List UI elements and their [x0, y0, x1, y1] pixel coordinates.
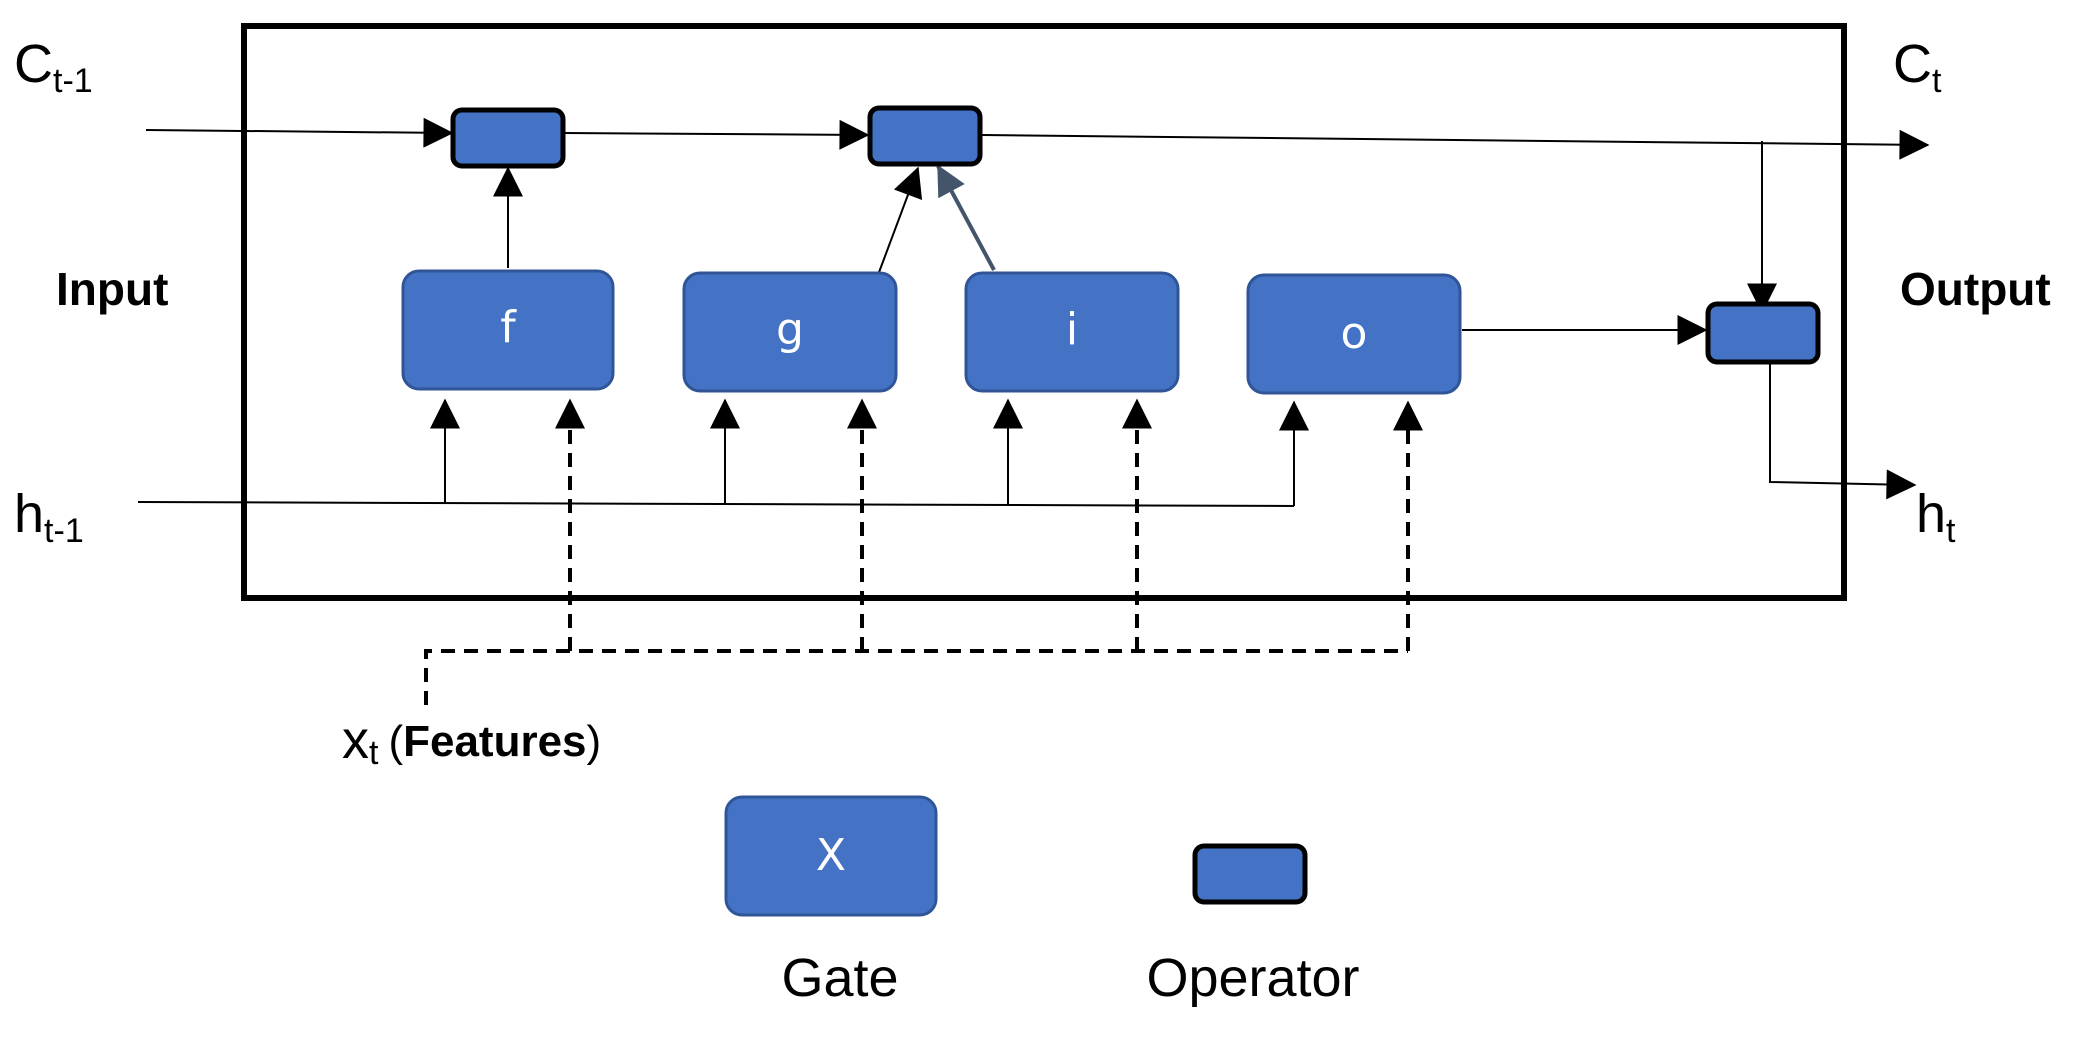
cell-state-next-main: C	[1893, 34, 1932, 94]
cell-state-in-line	[145, 117, 454, 148]
hidden-prev-bus-line	[137, 501, 1295, 507]
candidate-to-op-line	[877, 166, 923, 276]
forget-gate	[401, 269, 615, 391]
cell-state-mid-line	[563, 119, 870, 150]
features-open-paren: (	[388, 717, 403, 766]
hidden-prev-main: h	[14, 484, 44, 544]
candidate-gate	[682, 271, 898, 393]
features-main: x	[342, 710, 369, 770]
input-gate-to-op-line	[936, 164, 996, 271]
legend-gate-sample-label: X	[816, 830, 846, 881]
cell-state-next-label: Ct	[1893, 34, 1942, 100]
output-gate-label: o	[1341, 308, 1368, 359]
features-word: Features	[403, 717, 586, 766]
output-label: Output	[1900, 263, 2051, 315]
op-to-hidden-line	[1769, 364, 1917, 500]
cell-state-prev-label: Ct-1	[14, 34, 93, 100]
hidden-prev-label: ht-1	[14, 484, 84, 550]
legend-gate-label: Gate	[781, 948, 898, 1008]
candidate-operator	[867, 105, 983, 167]
legend: X Gate Operator	[724, 795, 1360, 1008]
features-sub: t	[369, 734, 379, 772]
legend-gate-sample	[724, 795, 938, 917]
features-close-paren: )	[587, 717, 602, 766]
cell-state-prev-sub: t-1	[53, 62, 93, 100]
candidate-gate-label: g	[776, 304, 804, 355]
forget-gate-label: f	[500, 302, 517, 353]
hidden-next-main: h	[1916, 484, 1946, 544]
output-gate	[1246, 273, 1462, 395]
cell-state-prev-main: C	[14, 34, 53, 94]
hidden-next-sub: t	[1946, 512, 1956, 550]
cell-boundary	[241, 23, 1847, 601]
output-operator	[1705, 301, 1821, 365]
cell-state-next-sub: t	[1932, 62, 1942, 100]
hidden-next-label: ht	[1916, 484, 1956, 550]
input-gate	[964, 271, 1180, 393]
hidden-prev-sub: t-1	[44, 512, 84, 550]
input-label: Input	[56, 263, 168, 315]
input-gate-label: i	[1066, 304, 1078, 355]
features-bus-line	[424, 649, 1408, 705]
legend-operator-sample	[1192, 843, 1308, 905]
legend-operator-label: Operator	[1146, 948, 1359, 1008]
cell-state-out-line	[981, 129, 1930, 160]
features-label: xt(Features)	[342, 710, 601, 772]
forget-operator	[450, 107, 566, 169]
